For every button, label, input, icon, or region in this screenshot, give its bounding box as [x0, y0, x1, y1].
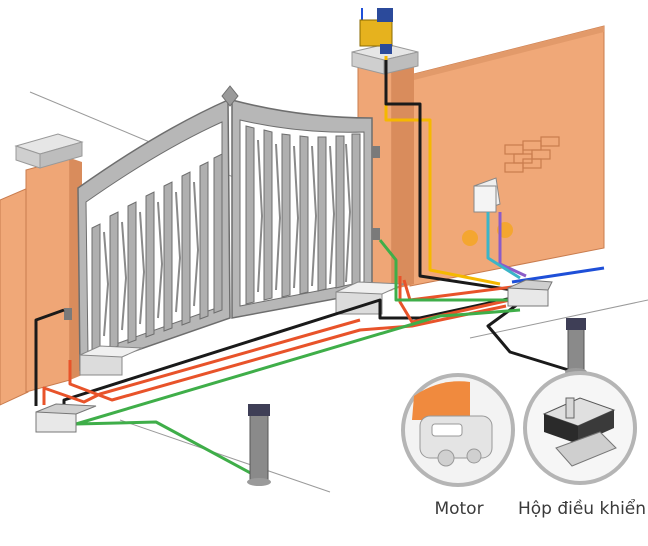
photocell-sensors [64, 146, 380, 320]
right-leaf-diamonds [257, 139, 352, 293]
sensor-post-right [565, 318, 587, 376]
wire-black-right [486, 302, 576, 374]
left-leaf-diamonds [103, 181, 200, 337]
wire-green [74, 308, 521, 478]
control-box-inset [523, 371, 637, 485]
brick-pattern [504, 136, 560, 173]
right-ground-box [507, 279, 553, 307]
gate-motor-left [79, 345, 143, 376]
wiring [34, 56, 605, 478]
warning-lamp [359, 8, 393, 54]
wall-junction-box [473, 177, 501, 213]
left-wall [0, 187, 29, 406]
right-wall [409, 25, 605, 287]
swing-gate [77, 85, 373, 372]
right-leaf-bars [245, 125, 361, 305]
wire-black-left [34, 308, 65, 406]
wire-black-top [384, 60, 513, 292]
wire-red-2 [68, 304, 507, 402]
wire-black-main [62, 296, 513, 420]
sensor-post-left [247, 404, 271, 486]
wire-red-3 [42, 318, 361, 405]
wire-green-2 [378, 239, 520, 302]
motor-caption: Motor [434, 499, 484, 519]
wire-cyan [486, 212, 521, 280]
wire-red-1 [398, 276, 511, 324]
gate-motor-right [335, 281, 405, 315]
left-pillar [14, 133, 84, 393]
left-ground-box [35, 403, 97, 433]
control-box-caption: Hộp điều khiển [517, 499, 647, 519]
motor-inset [401, 373, 515, 487]
left-leaf-bars [91, 153, 223, 356]
